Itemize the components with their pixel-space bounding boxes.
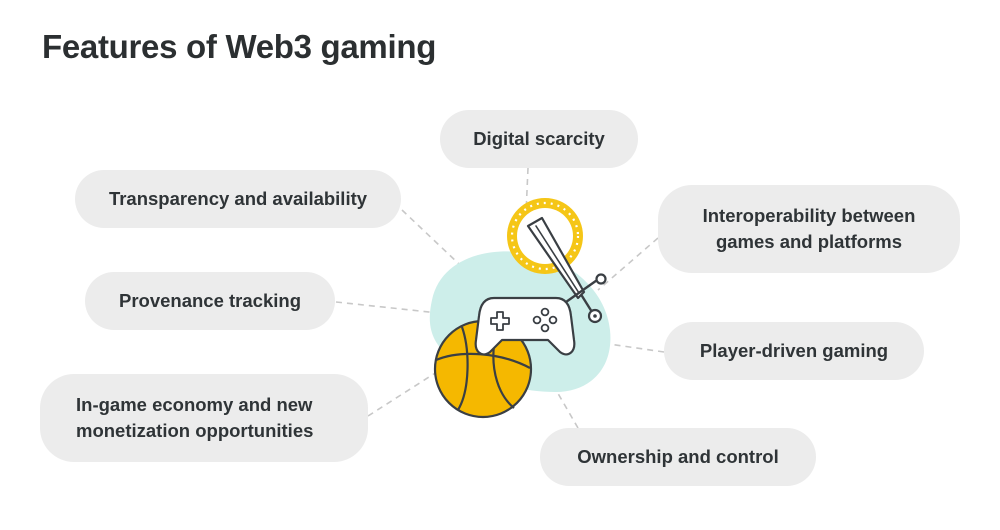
feature-digital-scarcity: Digital scarcity	[440, 110, 638, 168]
connector-economy	[367, 369, 441, 417]
feature-label: Ownership and control	[577, 446, 779, 467]
gamepad-icon	[474, 296, 576, 356]
feature-transparency-availability: Transparency and availability	[75, 170, 401, 228]
feature-interoperability: Interoperability between games and platf…	[658, 185, 960, 273]
feature-player-driven-gaming: Player-driven gaming	[664, 322, 924, 380]
sword-icon	[526, 216, 607, 324]
feature-label: Digital scarcity	[473, 128, 605, 149]
page-title: Features of Web3 gaming	[42, 28, 437, 65]
feature-label: Transparency and availability	[108, 188, 368, 209]
feature-label: In-game economy and new monetization opp…	[76, 394, 314, 441]
feature-ownership-control: Ownership and control	[540, 428, 816, 486]
feature-label: Interoperability between games and platf…	[702, 205, 916, 252]
connector-interoperability	[597, 237, 659, 291]
feature-in-game-economy: In-game economy and new monetization opp…	[40, 374, 368, 462]
feature-label: Provenance tracking	[119, 290, 301, 311]
feature-label: Player-driven gaming	[699, 340, 889, 361]
feature-provenance-tracking: Provenance tracking	[85, 272, 335, 330]
